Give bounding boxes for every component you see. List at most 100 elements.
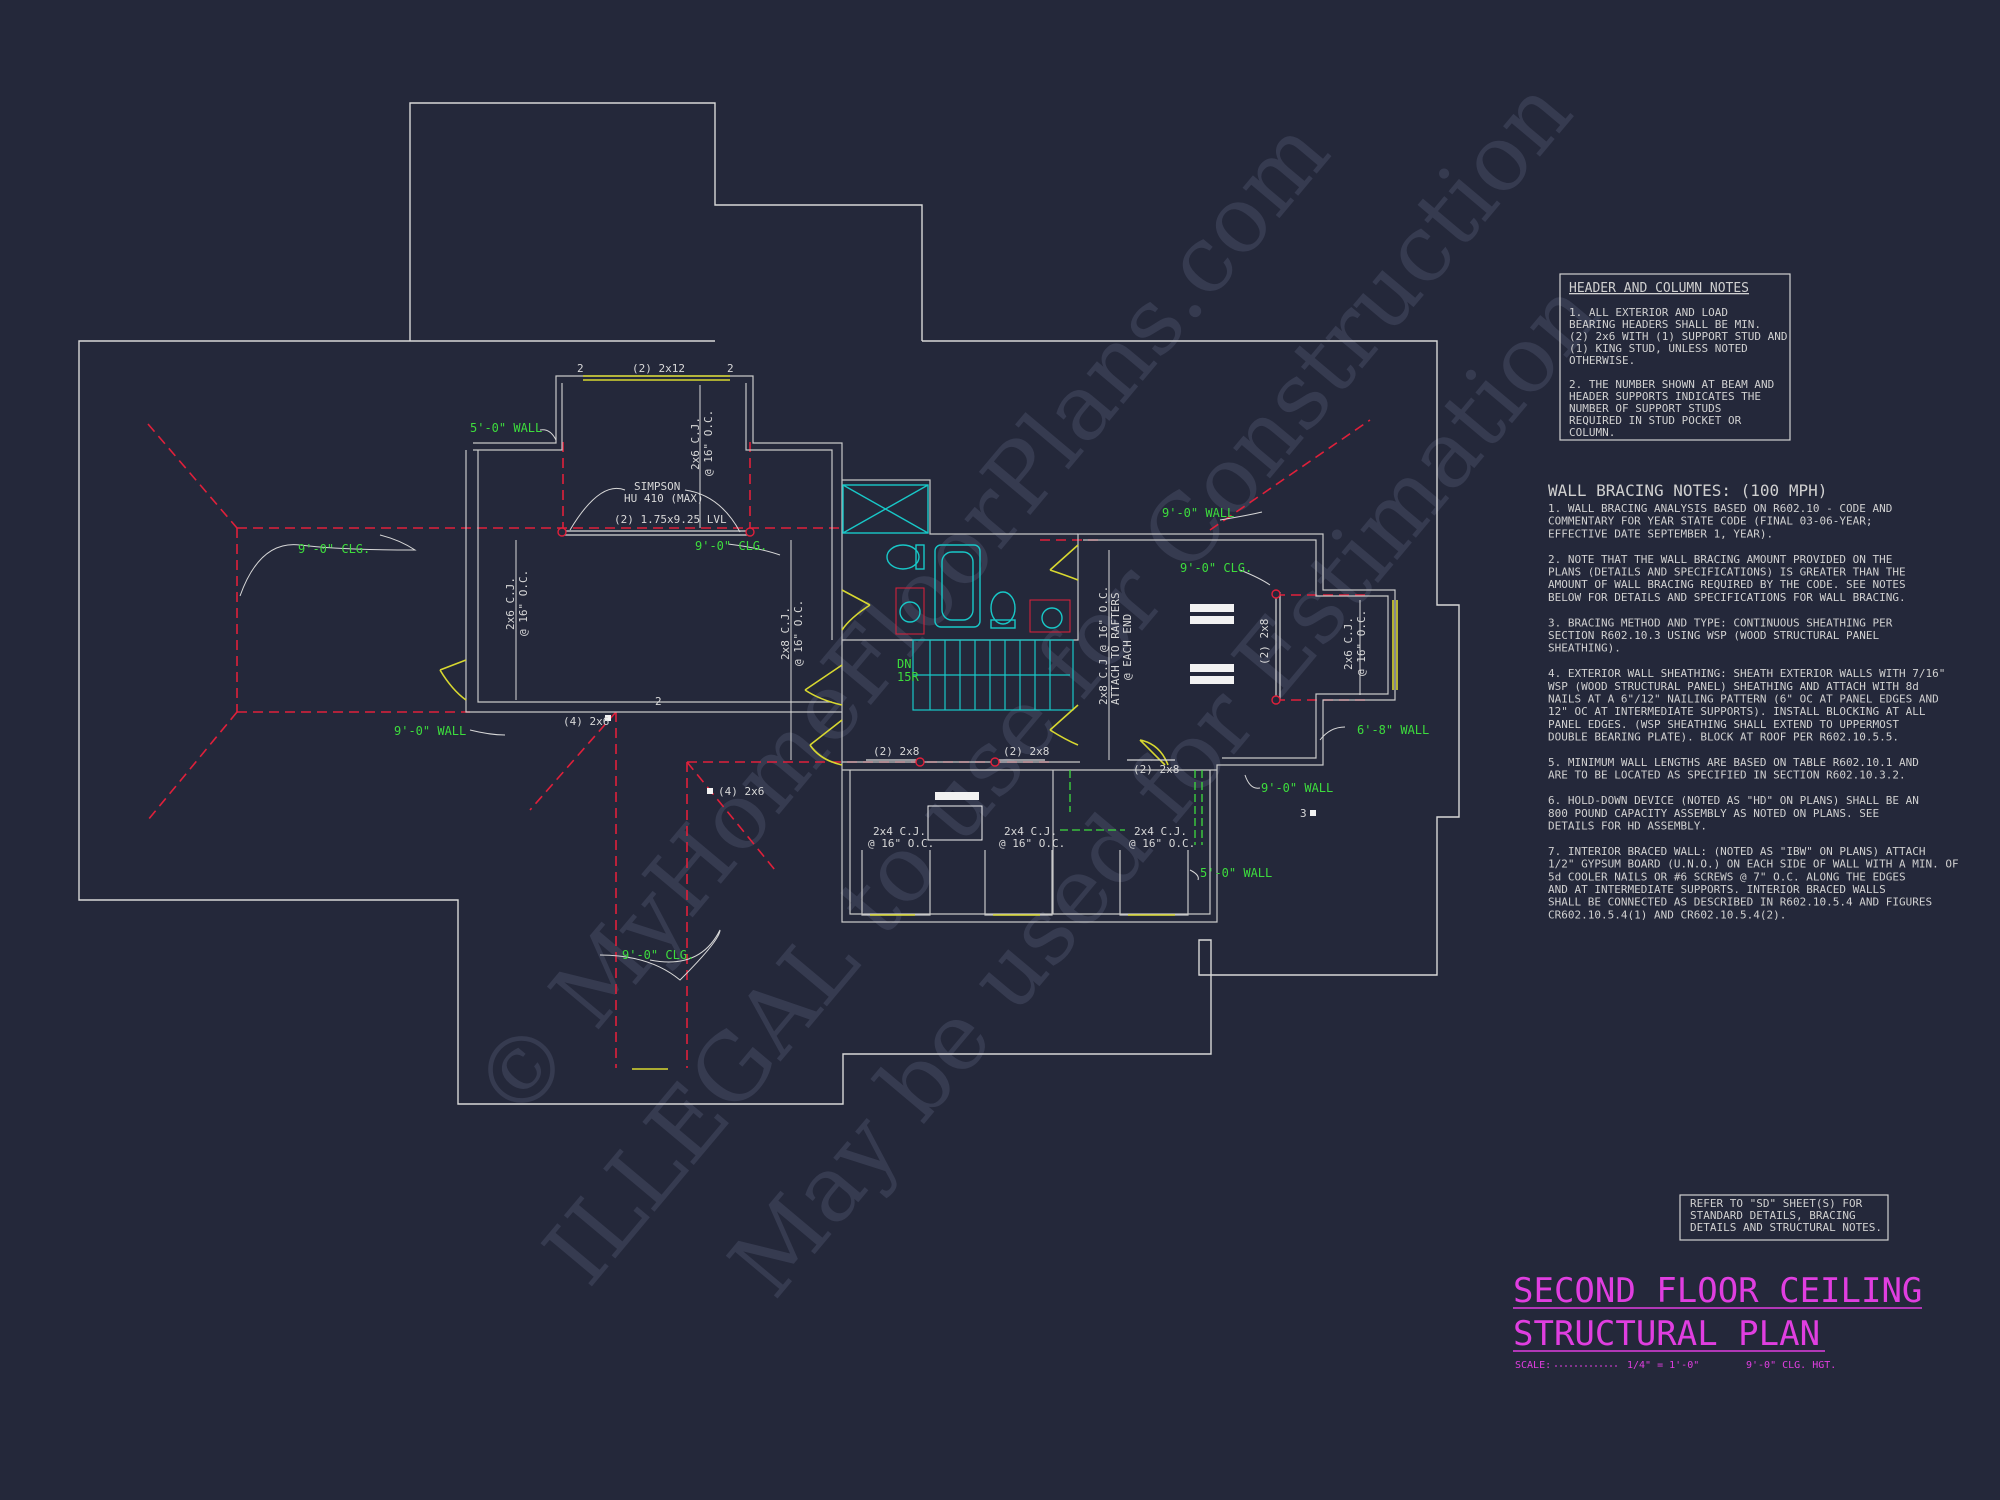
watermark: © MyHomeFloorPlans.com ILLEGAL to use fo…: [452, 59, 1619, 1317]
bracing-note-line: WSP (WOOD STRUCTURAL PANEL) SHEATHING AN…: [1548, 680, 1919, 693]
bracing-note-line: SHEATHING).: [1548, 642, 1621, 655]
watermark-line-2: ILLEGAL to use for Construction: [524, 59, 1593, 1304]
refer-note-line: REFER TO "SD" SHEET(S) FOR: [1690, 1197, 1863, 1210]
bracing-note-line: AMOUNT OF WALL BRACING REQUIRED BY THE C…: [1548, 578, 1906, 591]
drawing-title-line-1: SECOND FLOOR CEILING: [1513, 1271, 1922, 1311]
header-note-line: REQUIRED IN STUD POCKET OR: [1569, 414, 1742, 427]
ceiling-height-value: 9'-0" CLG. HGT.: [1746, 1360, 1836, 1371]
stair: [912, 639, 1074, 711]
bracing-notes-body: 1. WALL BRACING ANALYSIS BASED ON R602.1…: [1548, 502, 1959, 921]
post-squares: [605, 715, 1316, 816]
post-count: 2: [577, 362, 584, 375]
header-column-notes: HEADER AND COLUMN NOTES 1. ALL EXTERIOR …: [1559, 273, 1791, 441]
title-block: SECOND FLOOR CEILING STRUCTURAL PLAN SCA…: [1513, 1271, 1922, 1371]
bracing-note-line: 1. WALL BRACING ANALYSIS BASED ON R602.1…: [1548, 502, 1892, 515]
refer-note-line: DETAILS AND STRUCTURAL NOTES.: [1690, 1221, 1882, 1234]
joist-label: 2x8 C.J.: [779, 607, 792, 660]
bracing-note-line: 7. INTERIOR BRACED WALL: (NOTED AS "IBW"…: [1548, 845, 1926, 858]
bracing-note-line: PANEL EDGES. (WSP SHEATHING SHALL EXTEND…: [1548, 718, 1899, 731]
header-note-line: OTHERWISE.: [1569, 354, 1635, 367]
bracing-note-line: 4. EXTERIOR WALL SHEATHING: SHEATH EXTER…: [1548, 667, 1945, 680]
sink-icon: [899, 601, 921, 623]
bath-fixtures: [842, 484, 1063, 629]
bracing-note-line: ARE TO BE LOCATED AS SPECIFIED IN SECTIO…: [1548, 769, 1906, 782]
roof-outline: [78, 102, 1460, 1105]
post-count: 2: [727, 362, 734, 375]
scale-label: SCALE:: [1515, 1360, 1551, 1371]
bracing-note-line: CR602.10.5.4(1) AND CR602.10.5.4(2).: [1548, 908, 1786, 921]
joist-label: @ 16" O.C.: [868, 837, 934, 850]
toilet-icon: [886, 544, 920, 570]
refer-note-line: STANDARD DETAILS, BRACING: [1690, 1209, 1856, 1222]
shower-icon: [842, 484, 929, 534]
bracing-note-line: SECTION R602.10.3 USING WSP (WOOD STRUCT…: [1548, 629, 1880, 642]
post-label: (4) 2x6: [563, 715, 609, 728]
joist-label: @ 16" O.C.: [1129, 837, 1195, 850]
bracing-note-line: 5d COOLER NAILS OR #6 SCREWS @ 7" O.C. A…: [1548, 870, 1906, 883]
wall-bracing-notes: WALL BRACING NOTES: (100 MPH) 1. WALL BR…: [1548, 481, 1959, 921]
header-notes-title: HEADER AND COLUMN NOTES: [1569, 281, 1749, 296]
braced-wall-marks: [1060, 770, 1203, 845]
bracing-note-line: 12" OC AT INTERMEDIATE SUPPORTS). INSTAL…: [1548, 705, 1926, 718]
beam-posts: [557, 527, 1281, 767]
bracing-note-line: NAILS AT A 6"/12" NAILING PATTERN (6" OC…: [1548, 693, 1939, 706]
bracing-note-line: 6. HOLD-DOWN DEVICE (NOTED AS "HD" ON PL…: [1548, 794, 1919, 807]
bracing-note-line: DETAILS FOR HD ASSEMBLY.: [1548, 820, 1707, 833]
wall-height-label: 9'-0" WALL: [1261, 781, 1333, 795]
joist-label: 2x6 C.J.: [1342, 617, 1355, 670]
header-note-line: COLUMN.: [1569, 426, 1615, 439]
wall-height-label: 5'-0" WALL: [470, 421, 542, 435]
post-count: 2: [655, 695, 662, 708]
joist-label: @ 16" O.C.: [999, 837, 1065, 850]
bracing-note-line: 800 POUND CAPACITY ASSEMBLY AS NOTED ON …: [1548, 807, 1879, 820]
header-note-line: (1) KING STUD, UNLESS NOTED: [1569, 342, 1748, 355]
beams: [562, 530, 1281, 761]
joist-label: 2x4 C.J.: [1134, 825, 1187, 838]
wall-height-label: 9'-0" WALL: [394, 724, 466, 738]
watermark-line-3: May be used for Estimation: [709, 261, 1619, 1317]
joist-label: @ EACH END: [1121, 614, 1134, 680]
bracing-note-line: 2. NOTE THAT THE WALL BRACING AMOUNT PRO…: [1548, 553, 1892, 566]
hanger-label: HU 410 (MAX): [624, 492, 703, 505]
joist-label: @ 16" O.C.: [1355, 610, 1368, 676]
bathtub-icon: [934, 544, 981, 628]
bracing-note-line: SHALL BE CONNECTED AS DESCRIBED IN R602.…: [1548, 896, 1932, 909]
header-note-line: NUMBER OF SUPPORT STUDS: [1569, 402, 1721, 415]
beam-label: (2) 1.75x9.25 LVL: [614, 513, 727, 526]
bracing-note-line: COMMENTARY FOR YEAR STATE CODE (FINAL 03…: [1548, 515, 1873, 528]
bracing-note-line: 3. BRACING METHOD AND TYPE: CONTINUOUS S…: [1548, 616, 1893, 629]
door-swings: [439, 375, 1398, 1070]
bracing-note-line: 5. MINIMUM WALL LENGTHS ARE BASED ON TAB…: [1548, 756, 1919, 769]
wall-height-label: 6'-8" WALL: [1357, 723, 1429, 737]
header-note-line: 2. THE NUMBER SHOWN AT BEAM AND: [1569, 378, 1774, 391]
bracing-note-line: DOUBLE BEARING PLATE). BLOCK AT ROOF PER…: [1548, 731, 1899, 744]
drawing-title-line-2: STRUCTURAL PLAN: [1513, 1314, 1820, 1354]
bracing-note-line: AND AT INTERMEDIATE SUPPORTS. INTERIOR B…: [1548, 883, 1886, 896]
bath-cabinets: [895, 587, 1071, 635]
post-count: 3: [1300, 807, 1307, 820]
joist-label: 2x6 C.J.: [689, 417, 702, 470]
bracing-note-line: 1/2" GYPSUM BOARD (U.N.O.) ON EACH SIDE …: [1548, 858, 1959, 871]
toilet-icon: [990, 591, 1016, 625]
joist-label: @ 16" O.C.: [517, 570, 530, 636]
joist-label: 2x6 C.J.: [504, 577, 517, 630]
joist-label: 2x4 C.J.: [873, 825, 926, 838]
joist-label: @ 16" O.C.: [702, 410, 715, 476]
header-note-line: HEADER SUPPORTS INDICATES THE: [1569, 390, 1761, 403]
joist-label: @ 16" O.C.: [792, 600, 805, 666]
beam-label: (2) 2x8: [1258, 619, 1271, 665]
bracing-note-line: PLANS (DETAILS AND SPECIFICATIONS) IS GR…: [1548, 566, 1906, 579]
leader-lines: [239, 429, 1346, 981]
bracing-note-line: BELOW FOR DETAILS AND SPECIFICATIONS FOR…: [1548, 591, 1906, 604]
scale-value: 1/4" = 1'-0": [1627, 1360, 1699, 1371]
ceiling-label: 9'-0" CLG.: [298, 542, 370, 556]
ceiling-label: 9'-0" CLG.: [622, 948, 694, 962]
wall-height-label: 9'-0" WALL: [1162, 506, 1234, 520]
post-label: (4) 2x6: [718, 785, 764, 798]
bracing-note-line: EFFECTIVE DATE SEPTEMBER 1, YEAR).: [1548, 527, 1773, 540]
joist-label: ATTACH TO RAFTERS: [1109, 592, 1122, 705]
